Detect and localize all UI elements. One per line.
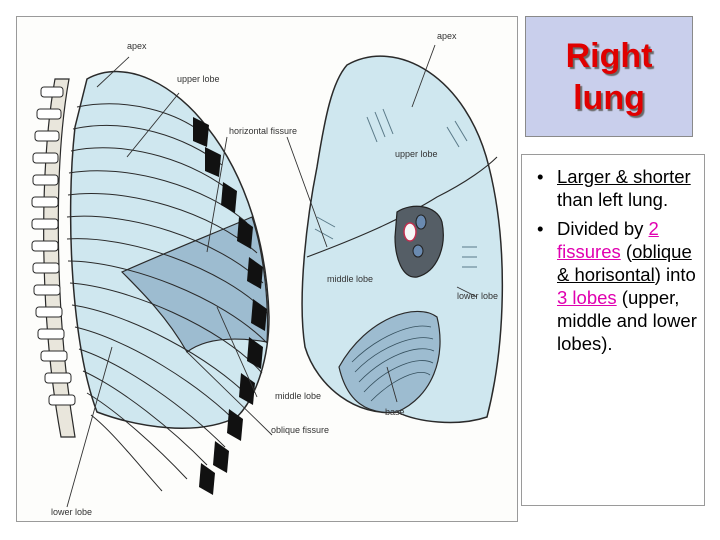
lung-lateral-view [66, 70, 270, 495]
lung-illustration: apex upper lobe horizontal fissure middl… [31, 31, 504, 517]
label-apex-right: apex [437, 31, 457, 41]
label-middle-lobe-right: middle lobe [327, 274, 373, 284]
bullet-text: (upper, middle and lower lobes). [557, 287, 697, 354]
bullet-item: • Larger & shorter than left lung. [530, 165, 698, 211]
slide-title: Right lung [565, 36, 653, 117]
bullet-text: Divided by [557, 218, 649, 239]
bullet-item: • Divided by 2 fissures (oblique & horis… [530, 217, 698, 355]
label-horizontal-fissure: horizontal fissure [229, 126, 297, 136]
bullet-underlined-text: Larger & shorter [557, 166, 691, 187]
label-apex-left: apex [127, 41, 147, 51]
label-oblique-fissure: oblique fissure [271, 425, 329, 435]
leader-lines [66, 44, 478, 508]
bullet-text: than left lung. [557, 189, 669, 210]
bullet-underlined-text: oblique & horisontal [557, 241, 692, 285]
bullet-dot: • [537, 166, 544, 187]
bullet-dot: • [537, 218, 544, 239]
link-3-lobes[interactable]: 3 lobes [557, 287, 617, 308]
label-upper-lobe-right: upper lobe [395, 149, 438, 159]
anatomy-figure: apex upper lobe horizontal fissure middl… [16, 16, 518, 522]
bullet-text: ) into [654, 264, 696, 285]
link-2-fissures[interactable]: 2 fissures [557, 218, 659, 262]
bullet-list: • Larger & shorter than left lung. • Div… [530, 165, 698, 355]
vertebral-column [31, 78, 76, 438]
bullet-text: ( [620, 241, 633, 262]
label-lower-lobe-left: lower lobe [51, 507, 92, 517]
label-base: base [385, 407, 405, 417]
label-middle-lobe-left: middle lobe [275, 391, 321, 401]
label-upper-lobe-left: upper lobe [177, 74, 220, 84]
bullet-box: • Larger & shorter than left lung. • Div… [521, 154, 705, 506]
label-lower-lobe-right: lower lobe [457, 291, 498, 301]
lung-medial-view [301, 55, 504, 424]
title-box: Right lung [525, 16, 693, 137]
